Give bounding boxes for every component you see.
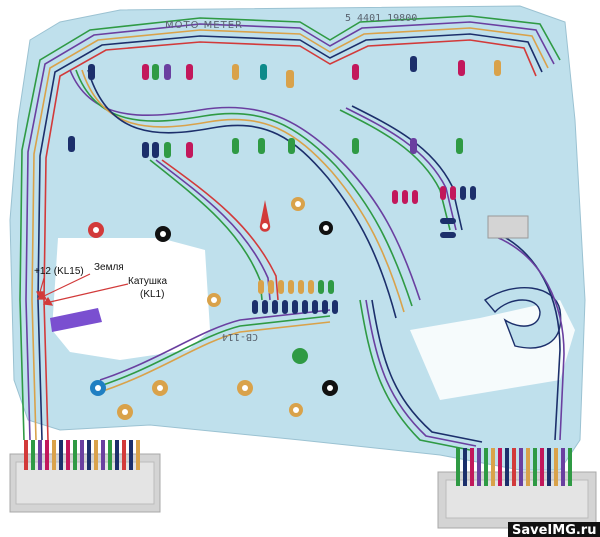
side-contact-tab	[487, 215, 529, 239]
coil-label: Катушка	[128, 276, 167, 287]
annotation-arrows	[36, 273, 129, 306]
coil-pad-marker	[50, 308, 102, 332]
flex-tail	[483, 287, 562, 349]
trace-bundle-mid	[69, 69, 565, 451]
watermark-bg	[508, 522, 600, 537]
trace-bundle-outer	[19, 15, 561, 441]
contact-pads-middle	[252, 280, 338, 314]
terminal-lugs	[88, 197, 338, 420]
connector-right	[437, 448, 597, 529]
part-number-label: 5 4401 19800	[345, 13, 417, 24]
ground-label: Земля	[94, 262, 124, 273]
contact-pads-row2	[68, 136, 463, 158]
brand-label: MOTO METER	[165, 20, 243, 31]
contact-pads-right-cluster	[392, 186, 476, 238]
film-code-label: CB-114	[222, 331, 258, 342]
watermark-label: SaveIMG.ru	[512, 523, 596, 537]
connector-left	[9, 440, 161, 513]
contact-pads-top	[88, 56, 501, 88]
kl15-label: +12 (KL15)	[34, 266, 84, 277]
board-cutout	[52, 238, 210, 360]
coil-kl1-label: (KL1)	[140, 289, 164, 300]
